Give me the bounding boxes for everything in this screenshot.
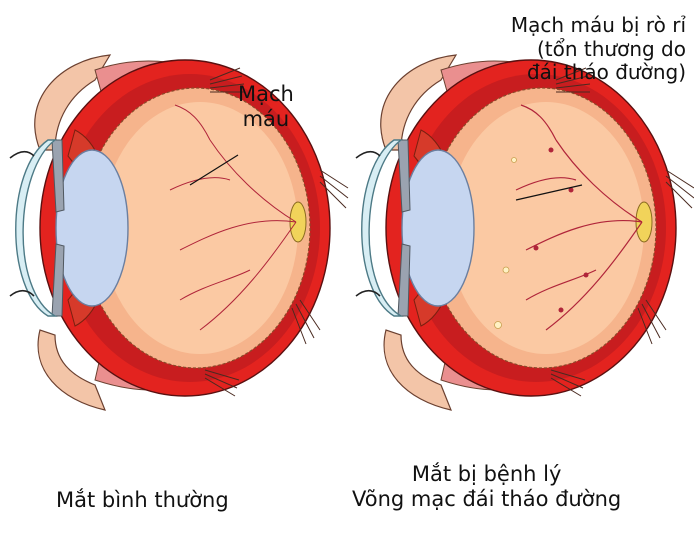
diseased-eye [356,55,694,410]
normal-eye-caption: Mắt bình thường [56,488,229,513]
normal-vessel-label: Mạch máu [238,82,294,132]
leaky-vessel-label: Mạch máu bị rò rỉ (tổn thương do đái thá… [511,14,686,85]
normal-eye [10,55,348,410]
diseased-eye-caption: Mắt bị bệnh lý Võng mạc đái tháo đường [352,462,621,512]
